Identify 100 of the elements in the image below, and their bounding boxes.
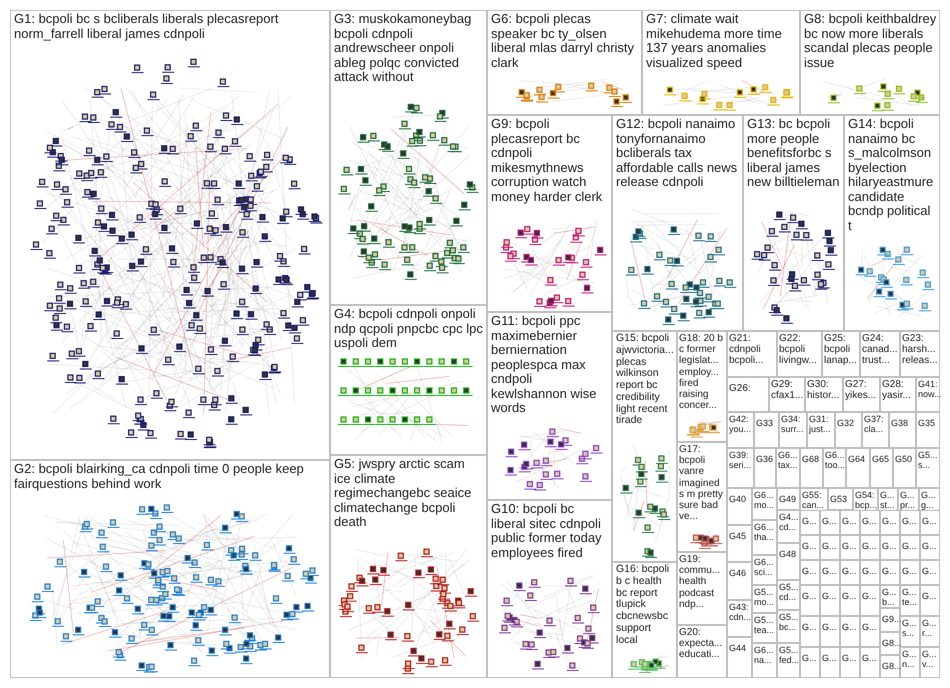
group-panel: [800, 510, 820, 535]
group-panel: [900, 647, 920, 678]
group-label: G6... mo...: [753, 489, 775, 510]
group-panel: [677, 442, 727, 552]
group-label: G...: [901, 515, 917, 526]
group-panel: [487, 10, 642, 115]
group-label: G...: [821, 540, 837, 552]
group-label: G42: you...: [728, 413, 752, 434]
group-label: G46: [728, 567, 746, 578]
group-label: G53: [829, 493, 848, 504]
group-panel: [727, 600, 752, 637]
group-label: G6... sci...: [753, 556, 775, 578]
group-label: G...: [801, 565, 817, 576]
group-panel: [642, 10, 800, 115]
group-label: G...: [841, 652, 857, 664]
group-panel: [828, 488, 853, 510]
group-label: G33: [755, 417, 774, 428]
group-panel: [880, 608, 900, 632]
group-panel: [862, 412, 889, 448]
group-panel: [920, 647, 940, 678]
group-label: G5... mo...: [753, 586, 775, 608]
group-label: G32: [836, 417, 854, 428]
group-label: G...: [901, 540, 917, 552]
group-label: G6... tax...: [777, 449, 798, 470]
group-panel: [870, 448, 893, 488]
group-panel: [920, 510, 940, 535]
group-panel: [727, 448, 754, 488]
group-panel: [900, 616, 920, 647]
group-panel: [777, 488, 800, 510]
group-label: G5... cd...: [778, 581, 798, 602]
group-label: G44: [728, 642, 746, 654]
group-label: G45: [728, 530, 746, 542]
group-panel: [823, 448, 846, 488]
group-label: G25: bcpoli lanap...: [823, 332, 858, 367]
group-panel: [880, 535, 900, 560]
group-panel: [800, 560, 820, 585]
group-label: G...: [801, 621, 817, 632]
group-label: G...: [801, 652, 817, 664]
group-panel: [840, 535, 860, 560]
group-label: G40: [728, 493, 746, 504]
group-label: G26:: [728, 382, 751, 394]
group-label: G5... s...: [917, 449, 938, 470]
group-panel: [835, 412, 862, 448]
group-panel: [754, 412, 779, 448]
group-panel: [800, 616, 820, 647]
group-label: G...: [821, 652, 837, 664]
group-panel: [900, 585, 920, 616]
group-panel: [840, 616, 860, 647]
group-label: G...: [881, 565, 897, 576]
group-panel: [752, 488, 777, 520]
group-label: G...: [821, 565, 837, 576]
group-label: G4... cd...: [778, 511, 798, 532]
group-label: G... te...: [901, 586, 918, 608]
group-label: G...: [861, 515, 877, 526]
group-label: G...: [861, 565, 877, 576]
group-panel: [330, 10, 487, 305]
group-panel: [820, 510, 840, 535]
group-label: G43: cdn...: [728, 601, 750, 622]
group-panel: [752, 520, 777, 555]
group-panel: [900, 560, 920, 585]
group-panel: [677, 552, 727, 625]
group-panel: [779, 412, 807, 448]
group-label: G...: [861, 590, 877, 602]
group-label: G36: [755, 453, 774, 464]
group-panel: [840, 647, 860, 678]
group-label: G...: [921, 565, 937, 576]
group-panel: [860, 616, 880, 647]
group-panel: [777, 510, 800, 543]
group-panel: [820, 647, 840, 678]
group-panel: [840, 510, 860, 535]
group-label: G...: [921, 540, 937, 552]
group-panel: [777, 543, 800, 580]
group-panel: [727, 637, 752, 678]
group-label: G50: [894, 453, 912, 464]
group-panel: [487, 500, 612, 678]
group-label: G6... tha...: [753, 521, 775, 542]
group-label: G17: bcpoli vanre imagined s m pretty sure bad ve...: [678, 443, 725, 522]
group-panel: [777, 331, 822, 377]
group-panel: [860, 331, 900, 377]
group-panel: [487, 115, 612, 312]
group-label: G27: yikes...: [844, 378, 878, 402]
group-label: G48: [778, 548, 796, 560]
group-panel: [800, 647, 820, 678]
group-label: G...: [861, 652, 877, 664]
group-panel: [727, 377, 769, 412]
group-panel: [860, 585, 880, 616]
group-panel: [612, 115, 743, 331]
group-panel: [807, 412, 835, 448]
group-panel: [900, 510, 920, 535]
group-panel: [776, 448, 800, 488]
group-panel: [777, 580, 800, 610]
group-panel: [769, 377, 805, 412]
group-panel: [820, 585, 840, 616]
group-panel: [612, 331, 677, 562]
group-label: G...: [801, 515, 817, 526]
group-panel: [860, 647, 880, 678]
group-label: G...: [841, 515, 857, 526]
group-label: G38: [890, 417, 908, 428]
group-panel: [727, 525, 752, 562]
group-panel: [820, 535, 840, 560]
